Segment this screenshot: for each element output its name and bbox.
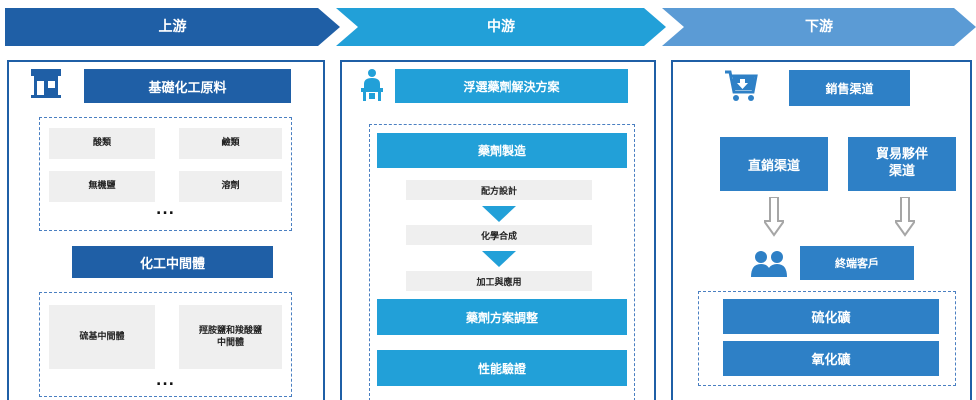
verification-box: 性能驗證: [377, 350, 627, 386]
manufacturing-header: 藥劑製造: [377, 133, 627, 168]
raw-material-item: 酸類: [49, 128, 155, 159]
direct-channel-box: 直銷渠道: [720, 137, 828, 191]
process-step: 加工與應用: [406, 271, 592, 291]
adjustment-box: 藥劑方案調整: [377, 299, 627, 335]
intermediate-item: 羥胺鹽和羧酸鹽 中間體: [179, 305, 282, 369]
intermediates-group: 硫基中間體 羥胺鹽和羧酸鹽 中間體 ...: [39, 292, 292, 397]
stage-downstream: 下游: [662, 8, 976, 46]
down-arrow-icon: [893, 196, 917, 241]
down-arrow-icon: [762, 196, 786, 241]
intermediate-item: 硫基中間體: [49, 305, 155, 369]
raw-material-item: 鹼類: [179, 128, 282, 159]
stage-upstream: 上游: [5, 8, 340, 46]
upstream-panel: 基礎化工原料 酸類 鹼類 無機鹽 溶劑 ... 化工中間體 硫基中間體 羥胺鹽和…: [7, 60, 325, 400]
stage-midstream-label: 中游: [487, 19, 515, 35]
trade-partner-box: 貿易夥伴 渠道: [848, 137, 956, 191]
process-step: 配方設計: [406, 180, 592, 200]
down-triangle-icon: [482, 206, 516, 226]
stage-downstream-label: 下游: [805, 19, 833, 35]
raw-material-item: 溶劑: [179, 171, 282, 202]
store-icon: [29, 67, 63, 103]
solution-title: 浮選藥劑解決方案: [395, 69, 628, 103]
stage-midstream: 中游: [336, 8, 666, 46]
customers-icon: [749, 249, 789, 283]
downstream-panel: 銷售渠道 直銷渠道 貿易夥伴 渠道 終端客戶 硫化礦 氧化礦: [671, 60, 972, 400]
ore-types-group: 硫化礦 氧化礦: [698, 291, 956, 386]
midstream-panel: 浮選藥劑解決方案 藥劑製造 配方設計 化學合成 加工與應用 藥劑方案調整 性能驗…: [340, 60, 656, 400]
cart-icon: [723, 68, 759, 108]
ore-type-item: 硫化礦: [723, 299, 939, 334]
more-ellipsis: ...: [156, 373, 175, 389]
raw-material-item: 無機鹽: [49, 171, 155, 202]
end-customers-box: 終端客戶: [800, 246, 914, 280]
ore-type-item: 氧化礦: [723, 341, 939, 376]
intermediates-title: 化工中間體: [72, 246, 273, 278]
basic-chemicals-title: 基礎化工原料: [84, 69, 291, 103]
down-triangle-icon: [482, 251, 516, 271]
more-ellipsis: ...: [156, 202, 175, 218]
sales-channel-title: 銷售渠道: [789, 70, 910, 106]
chemist-icon: [358, 68, 386, 106]
process-step: 化學合成: [406, 225, 592, 245]
stage-upstream-label: 上游: [158, 19, 187, 35]
manufacturing-group: 藥劑製造 配方設計 化學合成 加工與應用 藥劑方案調整 性能驗證: [369, 124, 635, 400]
raw-materials-group: 酸類 鹼類 無機鹽 溶劑 ...: [39, 117, 292, 231]
